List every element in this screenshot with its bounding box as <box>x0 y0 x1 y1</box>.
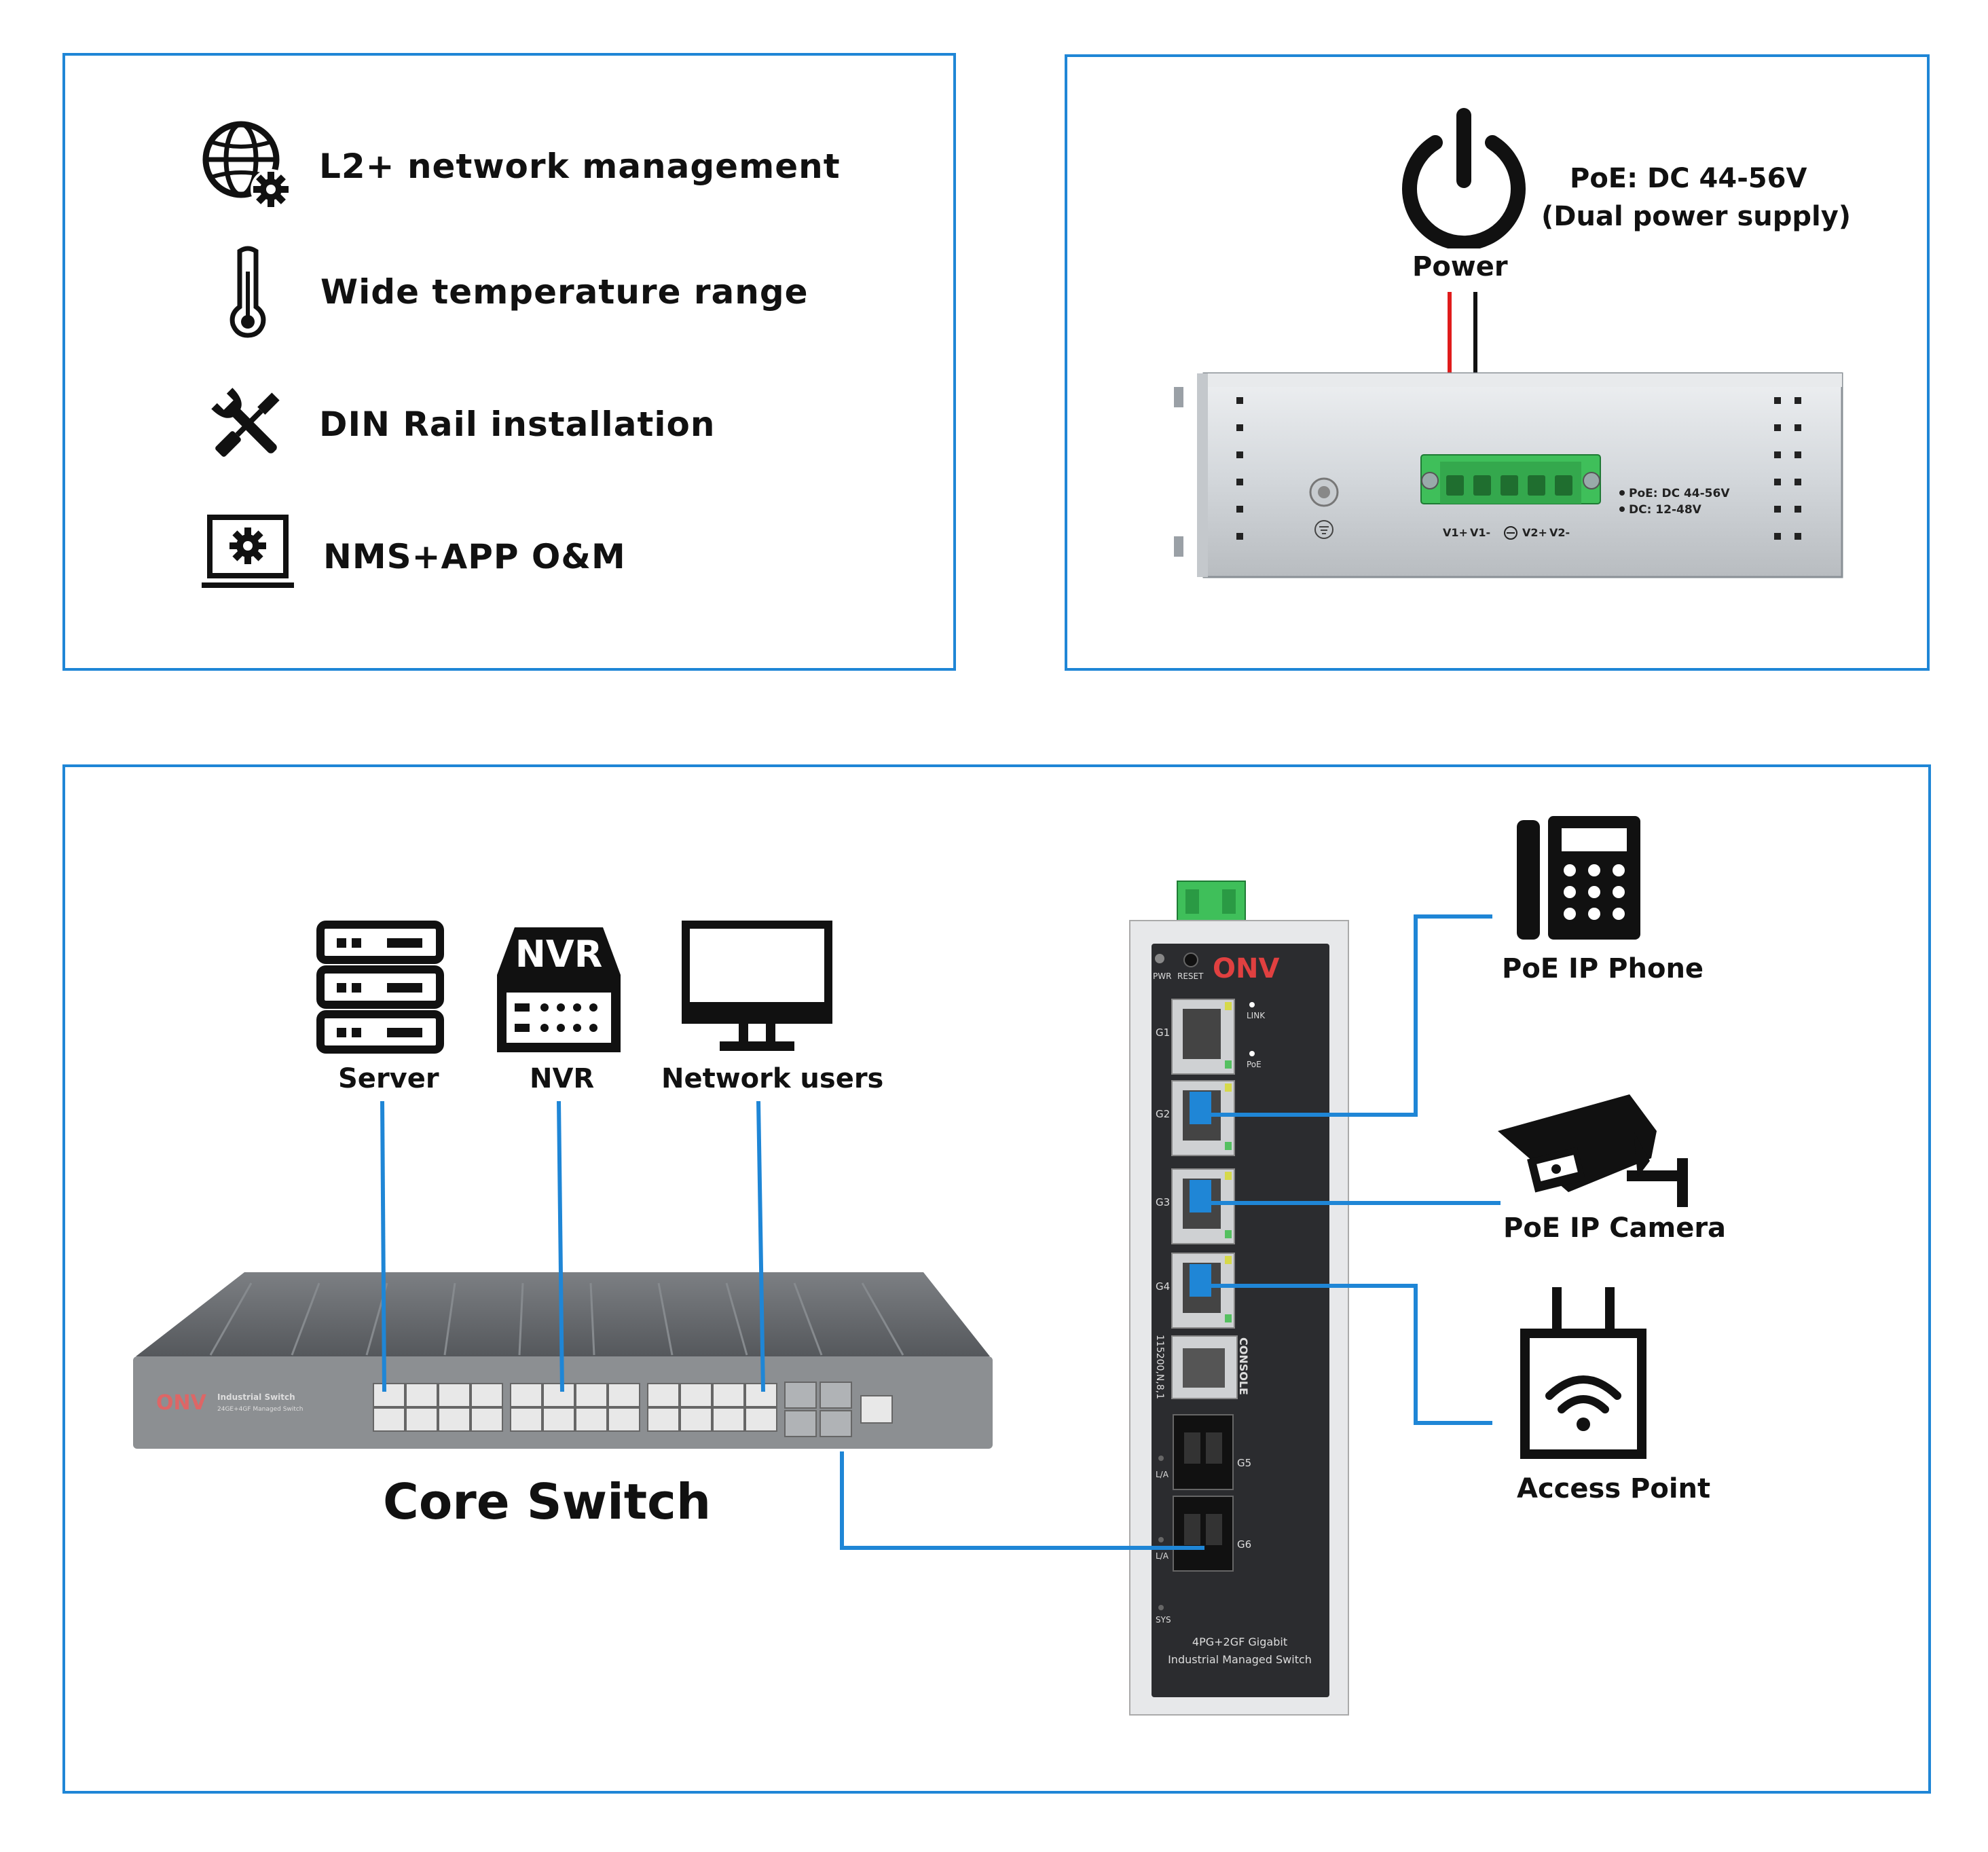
panel-spec-dc: DC: 12-48V <box>1629 503 1702 517</box>
phone-link <box>1211 914 1492 1117</box>
users-link <box>756 1100 765 1392</box>
access-point-label: Access Point <box>1517 1473 1711 1504</box>
feature-label-temp: Wide temperature range <box>320 272 809 312</box>
feature-label-nms: NMS+APP O&M <box>323 537 626 576</box>
thermometer-icon <box>197 241 299 343</box>
nvr-link <box>557 1100 564 1392</box>
server-label: Server <box>338 1063 439 1094</box>
din-g2: G2 <box>1156 1108 1170 1120</box>
din-desc2: Industrial Managed Switch <box>1168 1653 1312 1666</box>
din-baud: 115200,N,8,1 <box>1154 1335 1165 1399</box>
feature-row-l2: L2+ network management <box>197 115 841 217</box>
monitor-icon <box>682 921 832 1051</box>
din-la2: L/A <box>1156 1551 1169 1561</box>
nvr-icon: NVR <box>497 927 621 1052</box>
network-users-label: Network users <box>661 1063 884 1094</box>
din-g3: G3 <box>1156 1196 1170 1208</box>
power-spec-line2: (Dual power supply) <box>1541 201 1852 232</box>
globe-gear-icon <box>197 115 299 217</box>
core-submodel: 24GE+4GF Managed Switch <box>217 1406 303 1413</box>
ip-camera-icon <box>1498 1094 1688 1207</box>
din-la1: L/A <box>1156 1470 1169 1479</box>
core-uplink <box>840 1451 1204 1550</box>
switch-power-face: V1+ V1- V2+ V2- PoE: DC 44-56V DC: 12-48… <box>1174 372 1843 578</box>
din-brand: ONV <box>1213 953 1279 984</box>
power-label: Power <box>1412 251 1508 282</box>
server-icon <box>316 921 444 1054</box>
din-g1: G1 <box>1156 1026 1170 1039</box>
din-reset: RESET <box>1177 971 1204 981</box>
din-g6: G6 <box>1237 1538 1251 1551</box>
wrench-screwdriver-icon <box>197 373 299 475</box>
terminal-label-v1m: V1- <box>1470 526 1490 539</box>
feature-row-nms: NMS+APP O&M <box>197 506 626 608</box>
din-link: LINK <box>1247 1011 1266 1020</box>
terminal-label-v1p: V1+ <box>1443 526 1468 539</box>
feature-row-din: DIN Rail installation <box>197 373 715 475</box>
ip-phone-icon <box>1517 816 1640 940</box>
din-console: CONSOLE <box>1237 1337 1250 1395</box>
ap-link <box>1211 1284 1492 1425</box>
din-g5: G5 <box>1237 1457 1251 1469</box>
power-spec-line1: PoE: DC 44-56V <box>1570 163 1807 194</box>
terminal-label-v2p: V2+ <box>1522 526 1547 539</box>
server-link <box>380 1100 386 1392</box>
access-point-icon <box>1520 1287 1646 1459</box>
terminal-label-v2m: V2- <box>1549 526 1570 539</box>
feature-row-temp: Wide temperature range <box>197 241 809 343</box>
nvr-icon-text: NVR <box>515 933 603 976</box>
din-sys: SYS <box>1156 1615 1171 1625</box>
din-desc1: 4PG+2GF Gigabit <box>1192 1635 1287 1648</box>
feature-label-din: DIN Rail installation <box>319 405 716 444</box>
din-rail-switch: PWR RESET ONV LINK PoE G1 G2 G3 G4 11520… <box>1129 881 1349 1716</box>
core-model: Industrial Switch <box>217 1392 295 1402</box>
power-icon <box>1402 108 1526 248</box>
ip-phone-label: PoE IP Phone <box>1502 953 1704 984</box>
laptop-gear-icon <box>197 506 299 608</box>
core-brand: ONV <box>156 1391 207 1415</box>
panel-spec-poe: PoE: DC 44-56V <box>1629 487 1730 500</box>
din-poe: PoE <box>1247 1060 1262 1069</box>
core-switch-label: Core Switch <box>383 1473 712 1530</box>
feature-label-l2: L2+ network management <box>319 147 841 186</box>
din-pwr: PWR <box>1153 971 1171 981</box>
ip-camera-label: PoE IP Camera <box>1503 1212 1727 1244</box>
nvr-label: NVR <box>530 1063 595 1094</box>
din-g4: G4 <box>1156 1280 1170 1293</box>
